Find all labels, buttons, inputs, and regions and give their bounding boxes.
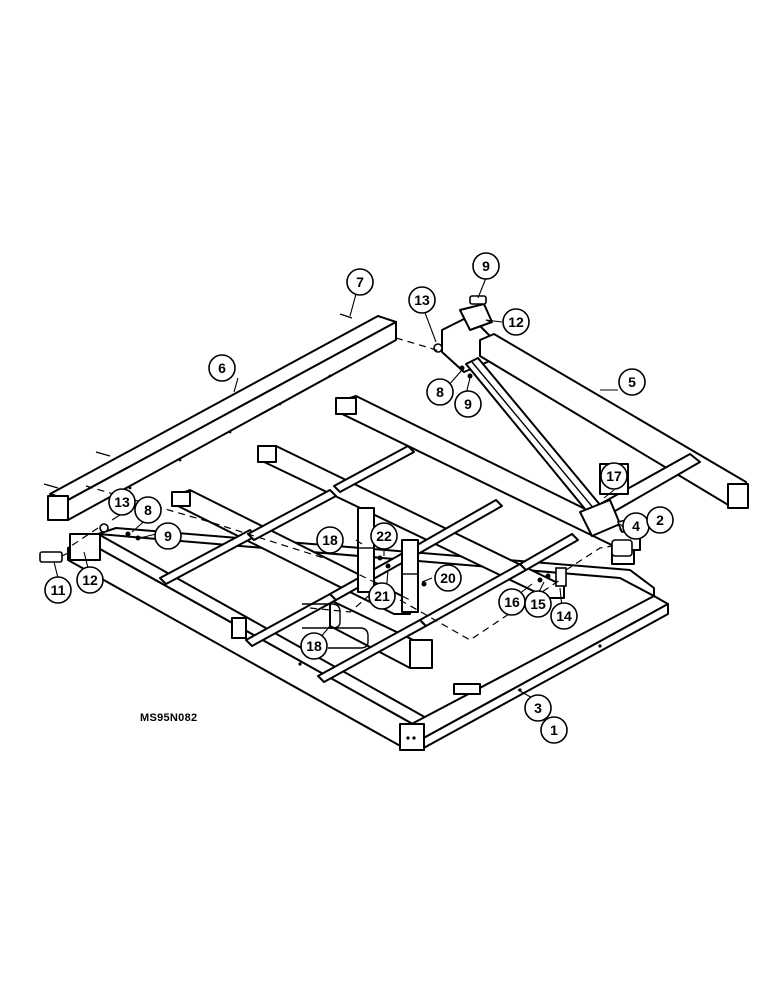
rear-rail-6: [47, 315, 397, 521]
svg-text:18: 18: [306, 638, 322, 654]
cross-member-9: [519, 533, 579, 571]
center-sleeve-end: [409, 639, 433, 669]
rail-center-end: [257, 445, 277, 463]
callout-2: 2: [646, 506, 674, 534]
svg-text:21: 21: [374, 588, 390, 604]
svg-text:13: 13: [114, 494, 130, 510]
svg-text:17: 17: [606, 468, 622, 484]
callout-3: 3: [524, 694, 552, 722]
cross-members: [159, 445, 579, 683]
svg-text:15: 15: [530, 596, 546, 612]
callout-5: 5: [618, 368, 646, 396]
post-right: [401, 539, 419, 613]
svg-text:22: 22: [376, 528, 392, 544]
svg-text:11: 11: [51, 582, 66, 598]
hitch-frame-5: [441, 303, 749, 557]
svg-text:16: 16: [504, 594, 520, 610]
rail-left-end: [171, 491, 191, 507]
svg-text:5: 5: [628, 374, 636, 390]
posts-18: [357, 507, 419, 613]
callout-13-top: 13: [408, 286, 436, 314]
callout-12-top: 12: [502, 308, 530, 336]
hardware: [39, 295, 632, 587]
callout-13-left: 13: [108, 488, 136, 516]
callout-14: 14: [550, 602, 578, 630]
cross-member-2: [247, 489, 337, 541]
callout-1: 1: [540, 716, 568, 744]
washer-13b: [99, 523, 109, 533]
callouts: 6 7 9 13 12 8 9 5 17 4 2 13 8 9 11 12 18…: [44, 252, 674, 744]
post-left: [357, 507, 375, 593]
callout-10: 9: [472, 252, 500, 280]
svg-text:3: 3: [534, 700, 542, 716]
svg-text:8: 8: [436, 384, 444, 400]
washer-13a: [433, 343, 443, 353]
drawing-code-label: MS95N082: [140, 712, 198, 724]
svg-text:12: 12: [508, 314, 524, 330]
rear-rail-end: [47, 495, 69, 521]
left-beam-bracket: [231, 617, 247, 639]
callout-9-top: 9: [454, 390, 482, 418]
callout-17: 16: [498, 588, 526, 616]
hitch-side-beam-end: [727, 483, 749, 509]
front-right-end-plate: [399, 723, 425, 751]
bolt-10: [469, 295, 487, 305]
callout-21: 21: [368, 582, 396, 610]
callout-22: 22: [370, 522, 398, 550]
callout-8-left: 8: [134, 496, 162, 524]
cross-member-3: [333, 445, 415, 493]
callout-4: 4: [622, 512, 650, 540]
callout-7: 7: [346, 268, 374, 296]
plate-14: [555, 567, 567, 587]
callout-18-left: 18: [316, 526, 344, 554]
svg-text:8: 8: [144, 502, 152, 518]
svg-text:18: 18: [322, 532, 338, 548]
callout-15: 17: [600, 462, 628, 490]
callout-16: 15: [524, 590, 552, 618]
svg-text:1: 1: [550, 722, 558, 738]
front-beam-bracket: [453, 683, 481, 695]
svg-text:12: 12: [82, 572, 98, 588]
callout-6: 6: [208, 354, 236, 382]
svg-text:9: 9: [482, 258, 490, 274]
svg-text:6: 6: [218, 360, 226, 376]
callout-11: 11: [44, 576, 72, 604]
u-bolt-2: [328, 627, 369, 649]
callout-18-right: 20: [434, 564, 462, 592]
svg-text:4: 4: [632, 518, 640, 534]
svg-text:9: 9: [464, 396, 472, 412]
svg-text:9: 9: [164, 528, 172, 544]
svg-text:13: 13: [414, 292, 430, 308]
u-bolts-20: [302, 603, 369, 649]
callout-12-left: 12: [76, 566, 104, 594]
svg-text:14: 14: [556, 608, 572, 624]
callout-8-top: 8: [426, 378, 454, 406]
clamp-bracket: [611, 539, 633, 557]
pin-11: [39, 551, 63, 563]
svg-text:2: 2: [656, 512, 664, 528]
callout-20: 18: [300, 632, 328, 660]
callout-9-left: 9: [154, 522, 182, 550]
rail-right-end: [335, 397, 357, 415]
svg-text:7: 7: [356, 274, 364, 290]
svg-text:20: 20: [440, 570, 456, 586]
